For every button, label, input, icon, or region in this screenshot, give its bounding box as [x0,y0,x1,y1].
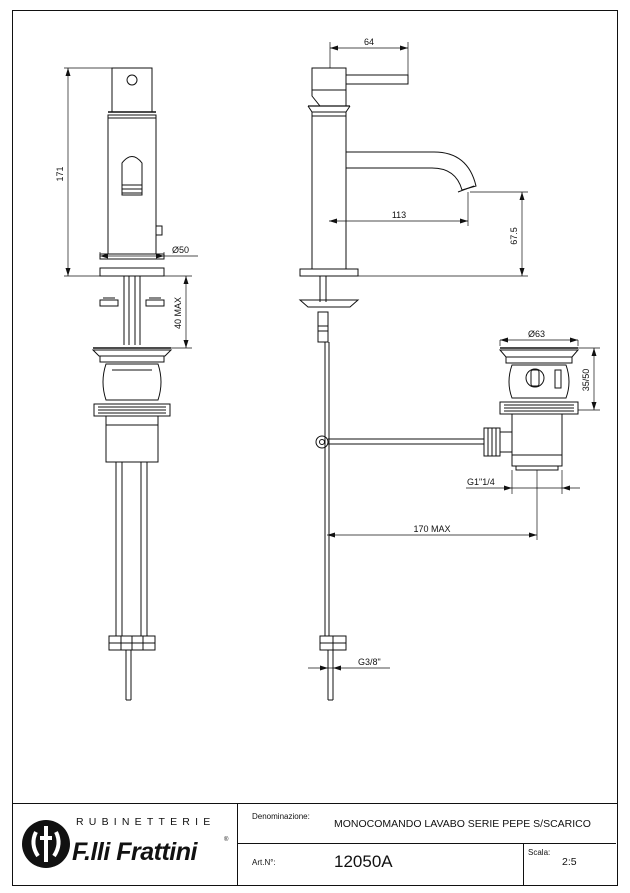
dim-label-35-50: 35/50 [581,369,591,392]
scale-value: 2:5 [562,856,577,868]
waste-pivot-ring [525,368,545,388]
brand-logo: RUBINETTERIE F.lli Frattini ® [12,804,238,885]
dim-label-diameter-63: Ø63 [528,329,545,339]
registered-mark: ® [224,837,229,843]
scale-cell: Scala: 2:5 [523,844,616,885]
side-rod-joint [315,435,329,449]
article-number: 12050A [334,852,393,871]
dim-label-113: 113 [392,210,406,220]
article-label: Art.N°: [252,858,276,867]
article-row: Art.N°: 12050A Scala: 2:5 [238,844,616,885]
dim-label-170-max: 170 MAX [413,524,450,534]
front-drain-top [91,349,173,357]
front-dimensions [64,67,198,349]
waste-top-cap [498,349,580,358]
front-view [91,67,173,701]
waste-nut [499,401,579,415]
drawing-sheet-border [12,10,618,886]
side-body [311,111,347,270]
front-aerator-slot [121,156,143,196]
front-hose-nuts [108,635,156,651]
scale-label: Scala: [528,848,551,857]
front-drain-body [102,363,162,401]
side-spout [345,151,477,191]
denomination-label: Denominazione: [252,812,310,821]
side-base-flange [299,268,359,277]
denomination-value: MONOCOMANDO LAVABO SERIE PEPE S/SCARICO [334,818,591,830]
frattini-emblem-icon [22,820,70,868]
front-lever-hole [126,74,138,86]
side-lever-cap [311,67,347,107]
dim-label-40-max: 40 MAX [173,297,183,329]
denomination-row: Denominazione: MONOCOMANDO LAVABO SERIE … [238,804,616,844]
title-block: RUBINETTERIE F.lli Frattini ® Denominazi… [12,803,618,886]
dim-label-64: 64 [364,37,374,47]
front-drain-nut [93,403,171,417]
dim-label-67-5: 67.5 [509,227,519,245]
dim-label-171: 171 [55,166,65,181]
brand-name: F.lli Frattini [72,838,197,866]
waste-body [508,364,570,399]
side-lever-handle [345,74,409,85]
dim-label-g1-1-4: G1"1/4 [467,477,495,487]
side-dimensions [308,42,600,672]
dim-label-diameter-50: Ø50 [172,245,189,255]
waste-detail [483,347,580,471]
brand-subtitle: RUBINETTERIE [76,816,216,828]
front-base-flange [99,267,165,277]
dim-label-g3-8: G3/8" [358,657,381,667]
side-view [298,67,484,701]
